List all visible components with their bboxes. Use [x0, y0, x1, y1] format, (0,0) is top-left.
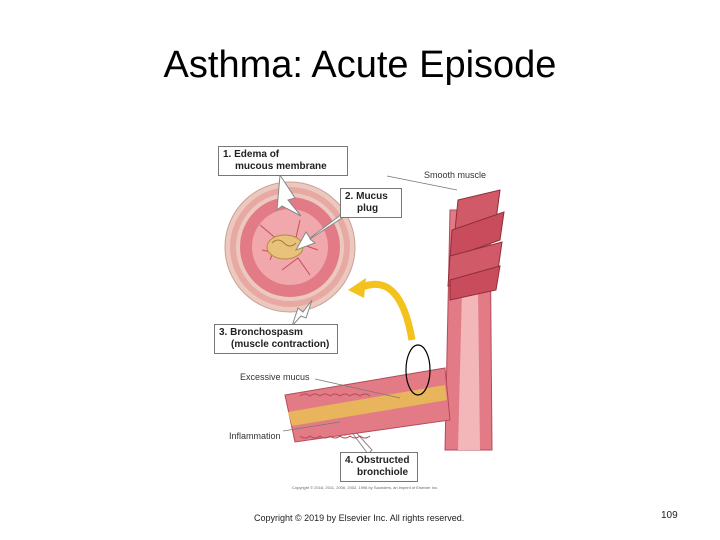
- mucus-label-line1: 2. Mucus: [345, 191, 388, 202]
- zoom-arrow: [358, 280, 416, 341]
- bronchospasm-label: 3. Bronchospasm (muscle contraction): [214, 324, 338, 354]
- edema-label-line2: mucous membrane: [235, 161, 327, 172]
- smooth-muscle-label: Smooth muscle: [424, 170, 487, 180]
- excessive-mucus-label: Excessive mucus: [240, 372, 310, 382]
- airway-cross-section: [224, 181, 356, 313]
- figure-credit: Copyright © 2016, 2011, 2006, 2002, 1996…: [292, 485, 439, 490]
- copyright-footer: Copyright © 2019 by Elsevier Inc. All ri…: [254, 513, 465, 523]
- mucus-plug-label: 2. Mucus plug: [340, 188, 402, 218]
- edema-label: 1. Edema of mucous membrane: [218, 146, 348, 176]
- page-number: 109: [661, 510, 678, 521]
- asthma-diagram: [224, 173, 505, 455]
- obstructed-bronchiole-label: 4. Obstructed bronchiole: [340, 452, 418, 482]
- mucus-arrow: [294, 206, 351, 251]
- edema-arrow: [276, 173, 302, 217]
- slide-title: Asthma: Acute Episode: [163, 44, 557, 86]
- obstructed-label-line1: 4. Obstructed: [345, 455, 410, 466]
- mucus-label-line2: plug: [357, 203, 379, 214]
- obstructed-label-line2: bronchiole: [357, 467, 409, 478]
- bronchus: [444, 189, 505, 451]
- zoom-region-circle: [405, 344, 431, 396]
- edema-label-line1: 1. Edema of: [223, 149, 280, 160]
- inflammation-label: Inflammation: [229, 431, 281, 441]
- bronchospasm-label-line1: 3. Bronchospasm: [219, 327, 303, 338]
- bronchospasm-arrow: [291, 299, 313, 327]
- bronchospasm-label-line2: (muscle contraction): [231, 339, 330, 350]
